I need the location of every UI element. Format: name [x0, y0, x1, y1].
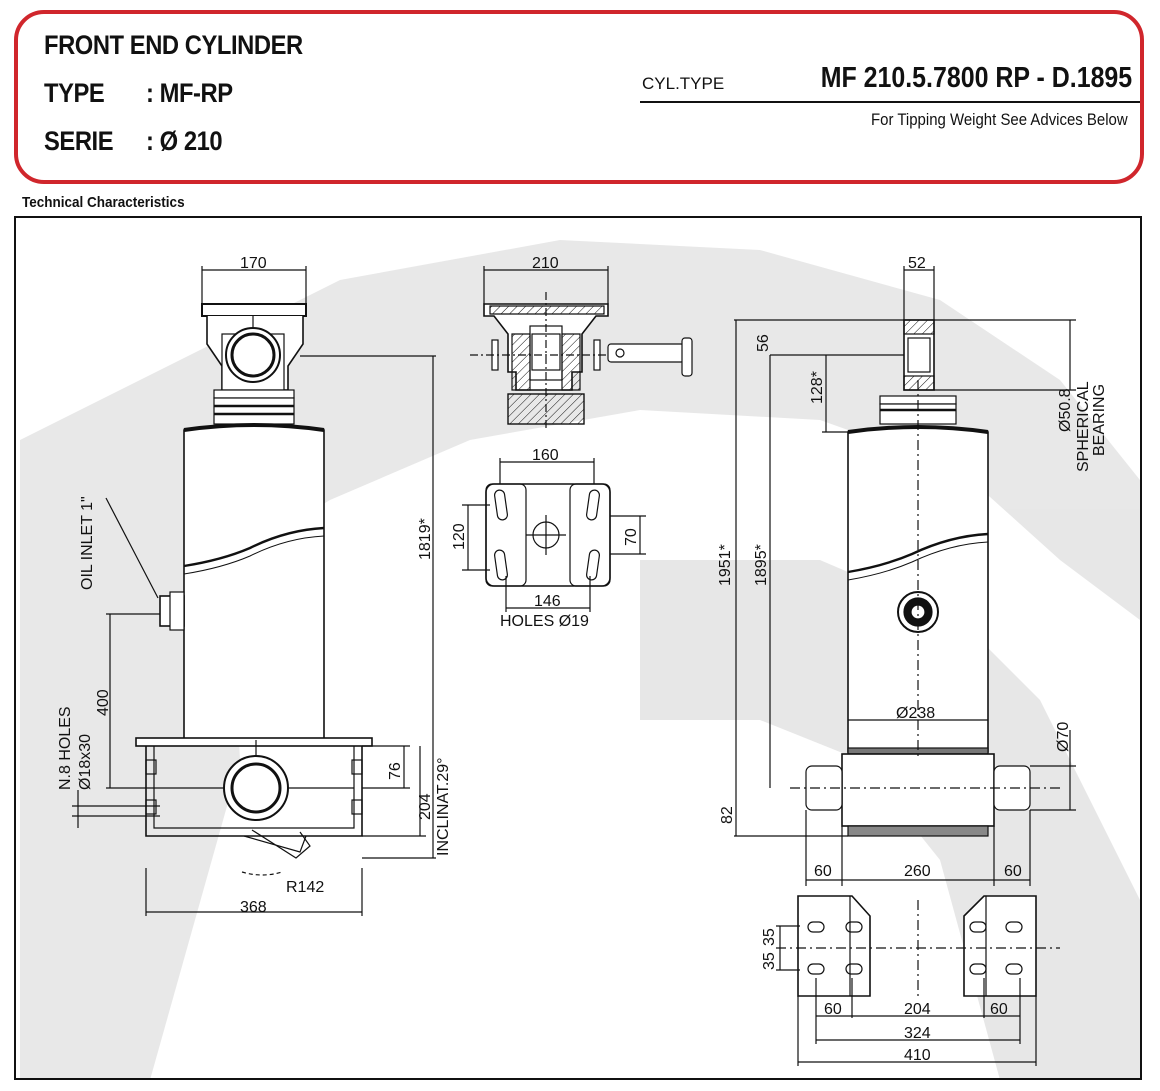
- right-cylinder-view: [734, 266, 1076, 886]
- middle-view-labels: 210 160 120 70 146 HOLES Ø19: [451, 255, 640, 630]
- dim-204-bracket: 204: [904, 1001, 931, 1018]
- dim-60-right: 60: [1004, 863, 1022, 880]
- dim-56: 56: [755, 334, 772, 352]
- radius-label: R142: [286, 879, 324, 896]
- dim-210: 210: [532, 255, 559, 272]
- serie-key: SERIE: [44, 126, 114, 156]
- dim-76: 76: [387, 762, 404, 780]
- dim-35-lower: 35: [761, 952, 778, 970]
- header-panel: FRONT END CYLINDER TYPE : MF-RP SERIE : …: [14, 10, 1144, 184]
- type-key: TYPE: [44, 78, 105, 108]
- bearing-label-line2: BEARING: [1091, 384, 1108, 456]
- dim-1819: 1819*: [417, 518, 434, 560]
- cyl-type-rule: [640, 101, 1140, 103]
- dim-146: 146: [534, 593, 561, 610]
- top-mount-section-view: [470, 266, 693, 430]
- cyl-type-label: CYL.TYPE: [642, 74, 725, 93]
- left-cylinder-view: [72, 266, 436, 916]
- holes-label: N.8 HOLES: [57, 706, 74, 790]
- header-title: FRONT END CYLINDER: [44, 30, 303, 60]
- dim-1895: 1895*: [753, 544, 770, 586]
- dim-160: 160: [532, 447, 559, 464]
- mount-plate-view: [462, 458, 646, 612]
- bracket-view-labels: 35 35 60 204 60 324 410: [761, 928, 1008, 1064]
- dim-60-bracket-right: 60: [990, 1001, 1008, 1018]
- dim-368: 368: [240, 899, 267, 916]
- dim-410: 410: [904, 1047, 931, 1064]
- bearing-label-line1: SPHERICAL: [1075, 381, 1092, 472]
- dim-238: Ø238: [896, 705, 935, 722]
- dim-128: 128*: [809, 371, 826, 404]
- cyl-type-value: MF 210.5.7800 RP - D.1895: [820, 62, 1132, 94]
- inclination-label: INCLINAT.29°: [435, 757, 452, 856]
- serie-value: : Ø 210: [146, 126, 223, 156]
- oil-inlet-label: OIL INLET 1": [79, 496, 96, 590]
- dim-60-bracket-left: 60: [824, 1001, 842, 1018]
- dim-o70: Ø70: [1055, 722, 1072, 752]
- holes-19-label: HOLES Ø19: [500, 613, 589, 630]
- type-value: : MF-RP: [146, 78, 233, 108]
- dim-120: 120: [451, 523, 468, 550]
- bearing-diameter: Ø50.8: [1057, 388, 1074, 432]
- dim-324: 324: [904, 1025, 931, 1042]
- right-view-labels: 52 56 128* Ø50.8 SPHERICAL BEARING 1951*…: [717, 255, 1108, 880]
- dim-35-upper: 35: [761, 928, 778, 946]
- dim-204: 204: [417, 793, 434, 820]
- tipping-advice: For Tipping Weight See Advices Below: [871, 110, 1128, 129]
- drawing-frame: [14, 216, 1142, 1080]
- section-title: Technical Characteristics: [22, 194, 185, 211]
- dim-52: 52: [908, 255, 926, 272]
- dim-60-left: 60: [814, 863, 832, 880]
- left-view-labels: 170 OIL INLET 1" 400 N.8 HOLES Ø18x30 76…: [57, 255, 452, 916]
- dim-82: 82: [719, 806, 736, 824]
- dim-1951: 1951*: [717, 544, 734, 586]
- dim-170: 170: [240, 255, 267, 272]
- dim-400: 400: [95, 689, 112, 716]
- dim-70: 70: [623, 528, 640, 546]
- holes-size-label: Ø18x30: [77, 734, 94, 790]
- bottom-brackets-view: [776, 895, 1060, 1066]
- dim-260: 260: [904, 863, 931, 880]
